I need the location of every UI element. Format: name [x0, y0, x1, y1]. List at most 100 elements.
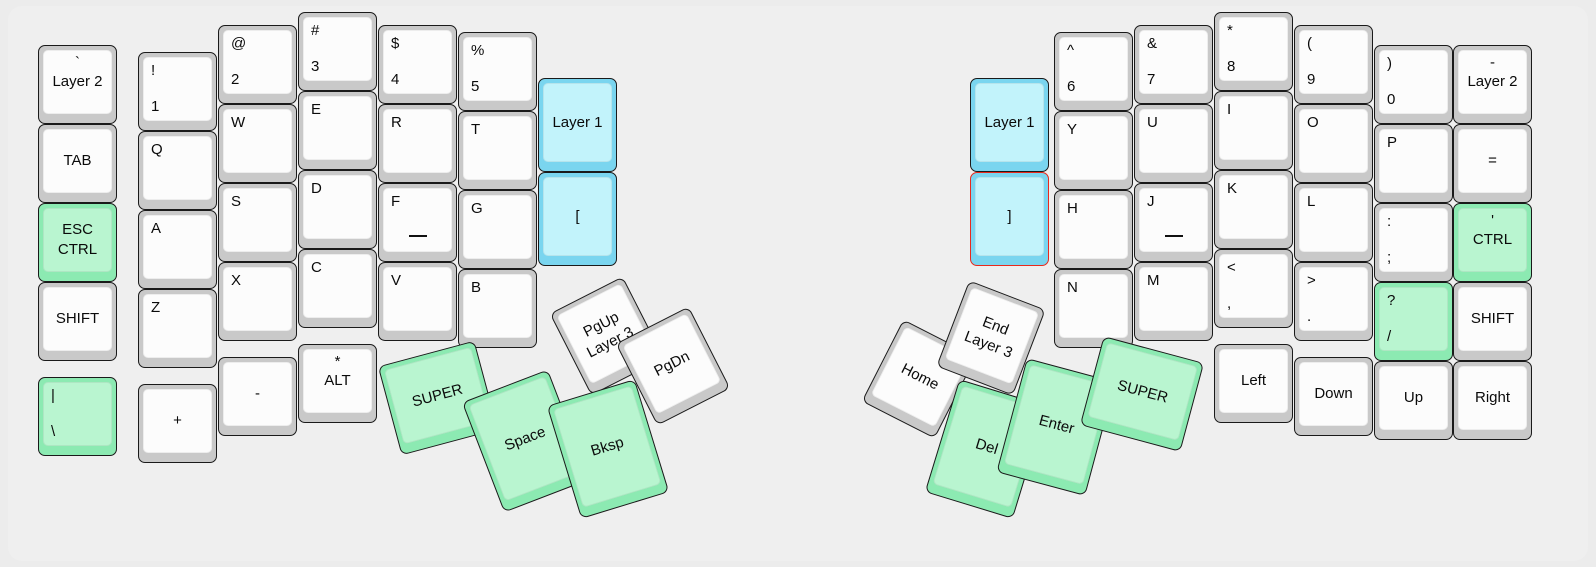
key-legend-shifted: $	[391, 35, 400, 52]
key-right[interactable]: Right	[1453, 361, 1532, 440]
key-legend-base: P	[1387, 134, 1398, 151]
key-caret-6[interactable]: ^6	[1054, 32, 1133, 111]
key-a[interactable]: A	[138, 210, 217, 289]
key-z[interactable]: Z	[138, 289, 217, 368]
key-legend-base: H	[1067, 200, 1078, 217]
key-e[interactable]: E	[298, 91, 377, 170]
key-bang-1[interactable]: !1	[138, 52, 217, 131]
key-minus[interactable]: -	[218, 357, 297, 436]
key-legend-main: PgDn	[651, 347, 693, 380]
key-legend-shifted: ^	[1067, 42, 1075, 59]
key-l[interactable]: L	[1294, 183, 1373, 262]
key-p[interactable]: P	[1374, 124, 1453, 203]
keycap: C	[303, 254, 372, 318]
key-bracket-left[interactable]: [	[538, 172, 617, 266]
key-legend-shifted: ?	[1387, 292, 1396, 309]
key-hash-3[interactable]: #3	[298, 12, 377, 91]
keycap: !1	[143, 57, 212, 121]
key-legend-base: F	[391, 193, 401, 210]
key-o[interactable]: O	[1294, 104, 1373, 183]
key-legend-shifted: :	[1387, 213, 1392, 230]
key-paren-9[interactable]: (9	[1294, 25, 1373, 104]
key-quote-ctrl[interactable]: 'CTRL	[1453, 203, 1532, 282]
key-x[interactable]: X	[218, 262, 297, 341]
key-g[interactable]: G	[458, 190, 537, 269]
key-minus-layer2[interactable]: -Layer 2	[1453, 45, 1532, 124]
key-legend-base: 3	[311, 58, 320, 76]
key-r[interactable]: R	[378, 104, 457, 183]
key-star-alt[interactable]: *ALT	[298, 344, 377, 423]
key-legend-base: 6	[1067, 78, 1076, 96]
key-j[interactable]: J	[1134, 183, 1213, 262]
key-n[interactable]: N	[1054, 269, 1133, 348]
key-legend-main: Up	[1403, 389, 1424, 407]
key-down[interactable]: Down	[1294, 357, 1373, 436]
key-legend-main: Down	[1314, 385, 1353, 403]
key-layer1-left[interactable]: Layer 1	[538, 78, 617, 172]
key-legend-base: ;	[1387, 249, 1392, 267]
key-q[interactable]: Q	[138, 131, 217, 210]
keycap: E	[303, 96, 372, 160]
key-equals[interactable]: =	[1453, 124, 1532, 203]
key-shift-left[interactable]: SHIFT	[38, 282, 117, 361]
key-legend-base: Y	[1067, 121, 1078, 138]
key-star-8[interactable]: *8	[1214, 12, 1293, 91]
key-m[interactable]: M	[1134, 262, 1213, 341]
key-question-slash[interactable]: ?/	[1374, 282, 1453, 361]
keycap: ^6	[1059, 37, 1128, 101]
keycap: G	[463, 195, 532, 259]
key-paren-0[interactable]: )0	[1374, 45, 1453, 124]
key-up[interactable]: Up	[1374, 361, 1453, 440]
keycap: ESC CTRL	[43, 208, 112, 272]
key-s[interactable]: S	[218, 183, 297, 262]
key-legend-base: C	[311, 259, 322, 276]
key-u[interactable]: U	[1134, 104, 1213, 183]
key-c[interactable]: C	[298, 249, 377, 328]
keycap: $4	[383, 30, 452, 94]
key-amp-7[interactable]: &7	[1134, 25, 1213, 104]
key-bracket-right[interactable]: ]	[970, 172, 1049, 266]
key-i[interactable]: I	[1214, 91, 1293, 170]
key-percent-5[interactable]: %5	[458, 32, 537, 111]
key-layer1-right[interactable]: Layer 1	[970, 78, 1049, 172]
keycap: <,	[1219, 254, 1288, 318]
key-k[interactable]: K	[1214, 170, 1293, 249]
key-legend-base: V	[391, 272, 402, 289]
key-gt-period[interactable]: >.	[1294, 262, 1373, 341]
key-pipe-backslash[interactable]: |\	[38, 377, 117, 456]
keycap: ]	[975, 177, 1044, 256]
key-legend-base: O	[1307, 114, 1319, 131]
key-lt-comma[interactable]: <,	[1214, 249, 1293, 328]
key-f[interactable]: F	[378, 183, 457, 262]
key-y[interactable]: Y	[1054, 111, 1133, 190]
key-legend-base: G	[471, 200, 483, 217]
key-h[interactable]: H	[1054, 190, 1133, 269]
keycap: B	[463, 274, 532, 338]
key-shift-right[interactable]: SHIFT	[1453, 282, 1532, 361]
key-tab[interactable]: TAB	[38, 124, 117, 203]
keycap: F	[383, 188, 452, 252]
key-v[interactable]: V	[378, 262, 457, 341]
key-dollar-4[interactable]: $4	[378, 25, 457, 104]
keycap: Y	[1059, 116, 1128, 180]
key-w[interactable]: W	[218, 104, 297, 183]
key-grave-layer2[interactable]: `Layer 2	[38, 45, 117, 124]
key-legend-base: D	[311, 180, 322, 197]
key-left[interactable]: Left	[1214, 344, 1293, 423]
key-legend-base: Z	[151, 299, 161, 316]
key-b[interactable]: B	[458, 269, 537, 348]
key-legend-shifted: |	[51, 387, 55, 404]
keycap: O	[1299, 109, 1368, 173]
key-at-2[interactable]: @2	[218, 25, 297, 104]
key-legend-base: E	[311, 101, 322, 118]
key-legend-base: 5	[471, 78, 480, 96]
key-plus[interactable]: +	[138, 384, 217, 463]
key-legend-base: L	[1307, 193, 1316, 210]
key-colon-semi[interactable]: :;	[1374, 203, 1453, 282]
key-d[interactable]: D	[298, 170, 377, 249]
key-legend-main: Layer 2	[1467, 73, 1518, 91]
keycap: ?/	[1379, 287, 1448, 351]
keycap: TAB	[43, 129, 112, 193]
key-t[interactable]: T	[458, 111, 537, 190]
key-esc-ctrl[interactable]: ESC CTRL	[38, 203, 117, 282]
